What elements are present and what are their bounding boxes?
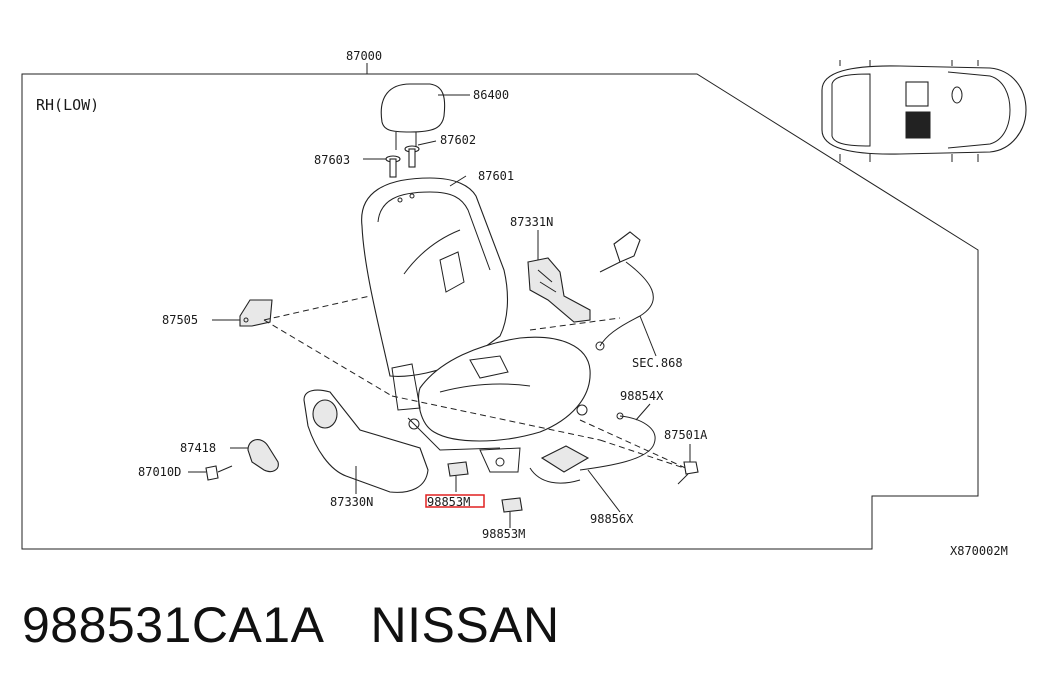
headrest-part <box>380 83 446 150</box>
label-bracket[interactable]: 87505 <box>162 313 198 327</box>
car-top-view-icon <box>821 60 1027 162</box>
label-knob[interactable]: 87418 <box>180 441 216 455</box>
parts-diagram: 87000 RH(LOW) 86400 87602 87603 <box>21 49 1027 558</box>
label-sensor[interactable]: 98853M <box>482 527 525 541</box>
highlighted-seat-icon <box>905 111 931 139</box>
sensor-harness-part <box>579 412 656 471</box>
seat-cushion-part <box>391 336 591 473</box>
figure-code: X870002M <box>950 544 1008 558</box>
footer-brand: NISSAN <box>370 597 560 653</box>
label-back-trim[interactable]: 87601 <box>478 169 514 183</box>
sensor-highlighted-part <box>447 461 469 477</box>
side-finisher-part <box>303 389 429 493</box>
label-harness-ref[interactable]: SEC.868 <box>632 356 683 370</box>
label-side-finisher[interactable]: 87330N <box>330 495 373 509</box>
knob-part <box>247 439 279 473</box>
sensor-part <box>501 497 523 513</box>
bolt-part <box>677 461 699 485</box>
label-control-unit[interactable]: 98856X <box>590 512 634 526</box>
label-screw[interactable]: 87010D <box>138 465 181 479</box>
seat-back-part <box>361 177 508 377</box>
guide-lock-part <box>404 145 420 168</box>
label-sensor-highlighted[interactable]: 98853M <box>427 495 470 509</box>
highlight-box <box>425 494 485 508</box>
buckle-harness-part <box>595 231 654 351</box>
label-bolt[interactable]: 87501A <box>664 428 708 442</box>
footer-part-number: 988531CA1A <box>22 597 325 653</box>
label-back-board[interactable]: 87331N <box>510 215 553 229</box>
diagram-frame <box>21 73 979 550</box>
label-sensor-harness[interactable]: 98854X <box>620 389 664 403</box>
footer-caption: 988531CA1A NISSAN <box>22 596 560 654</box>
label-headrest[interactable]: 86400 <box>473 88 509 102</box>
control-unit-part <box>529 445 590 484</box>
back-board-part <box>527 257 591 323</box>
variant-label: RH(LOW) <box>36 96 99 114</box>
guide-free-part <box>385 155 401 178</box>
label-title-number[interactable]: 87000 <box>346 49 382 63</box>
assembly-dashed-lines <box>263 295 691 471</box>
label-guide-lock[interactable]: 87602 <box>440 133 476 147</box>
screw-part <box>205 465 233 481</box>
label-guide-free[interactable]: 87603 <box>314 153 350 167</box>
